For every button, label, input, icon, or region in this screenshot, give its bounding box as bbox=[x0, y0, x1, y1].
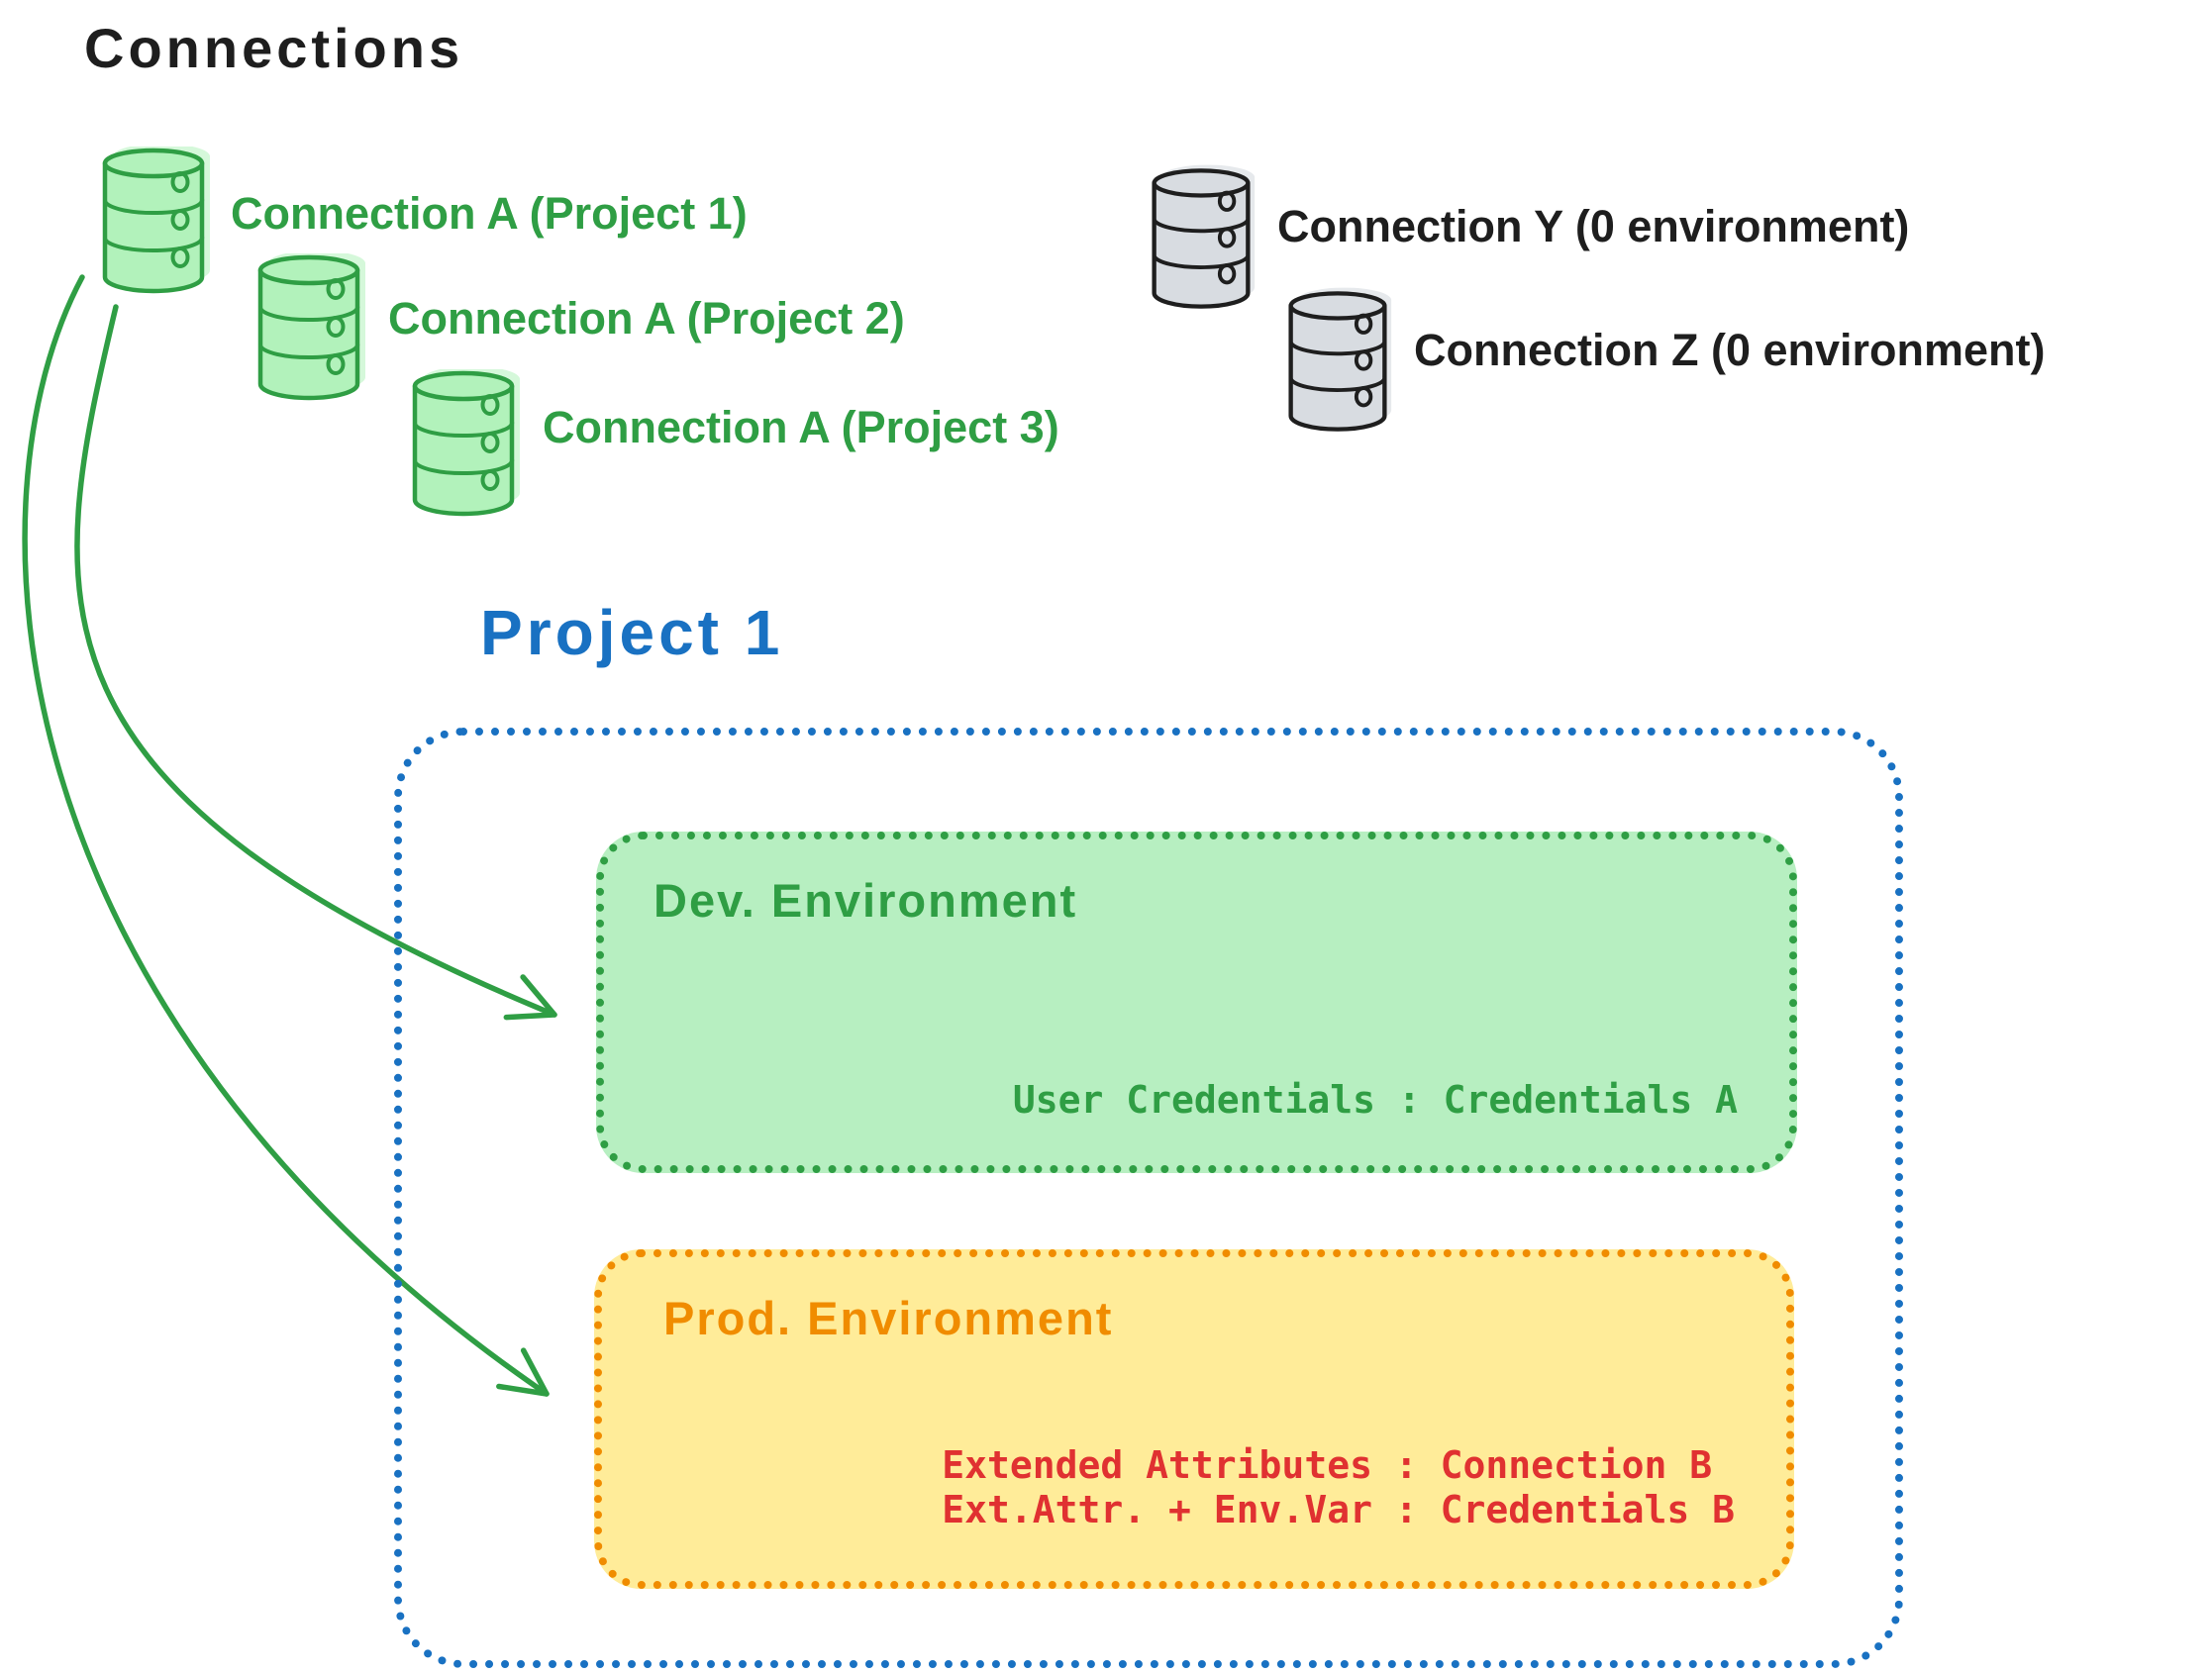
database-icon-connection-a-3 bbox=[412, 369, 520, 517]
dev-environment-mapping: User Credentials : Credentials A bbox=[1012, 1078, 1738, 1122]
project-1-title: Project 1 bbox=[480, 597, 784, 668]
dev-environment-title: Dev. Environment bbox=[654, 874, 1078, 927]
prod-environment-mappings: Extended Attributes : Connection B Ext.A… bbox=[942, 1443, 1735, 1533]
prod-environment-box: Prod. Environment Extended Attributes : … bbox=[594, 1249, 1794, 1589]
connection-z-label: Connection Z (0 environment) bbox=[1414, 325, 2046, 375]
prod-environment-title: Prod. Environment bbox=[663, 1292, 1114, 1344]
diagram-title: Connections bbox=[84, 17, 464, 79]
prod-mapping-line: Extended Attributes : Connection B bbox=[942, 1442, 1713, 1487]
database-icon-connection-a-2 bbox=[257, 253, 365, 401]
dev-environment-box: Dev. Environment User Credentials : Cred… bbox=[596, 832, 1797, 1173]
database-icon-connection-a-1 bbox=[102, 147, 210, 294]
project-1-box bbox=[394, 728, 1903, 1668]
connection-a-project-1-label: Connection A (Project 1) bbox=[231, 188, 748, 239]
connection-a-project-3-label: Connection A (Project 3) bbox=[543, 402, 1059, 452]
connection-a-project-2-label: Connection A (Project 2) bbox=[388, 293, 905, 344]
prod-mapping-line: Ext.Attr. + Env.Var : Credentials B bbox=[942, 1488, 1735, 1532]
database-icon-connection-y bbox=[1152, 164, 1256, 309]
connection-y-label: Connection Y (0 environment) bbox=[1277, 201, 1910, 251]
database-icon-connection-z bbox=[1288, 287, 1392, 432]
